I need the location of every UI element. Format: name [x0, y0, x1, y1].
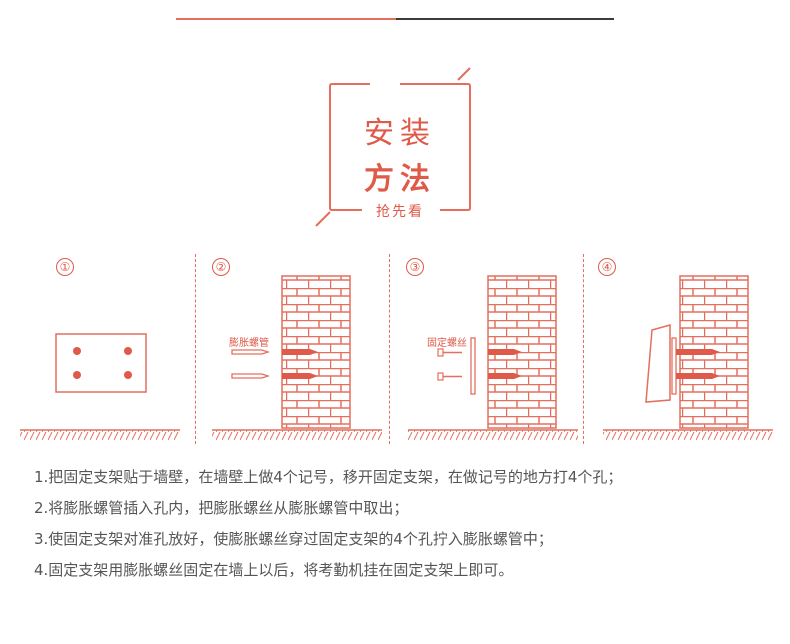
instruction-3: 3.使固定支架对准孔放好，使膨胀螺丝穿过固定支架的4个孔拧入膨胀螺管中； [34, 530, 553, 548]
anchor-sleeve [231, 349, 271, 355]
mark-dot [124, 347, 132, 355]
title-method: 方法 [364, 162, 436, 197]
wall-anchor [676, 349, 712, 355]
instruction-1: 1.把固定支架贴于墙壁，在墙壁上做4个记号，移开固定支架，在做记号的地方打4个孔… [34, 468, 623, 486]
title-frame [315, 67, 471, 227]
wall-anchor [676, 373, 712, 379]
ground-hatch [212, 430, 382, 440]
header-rule-red [176, 18, 396, 20]
wall-hole [282, 349, 310, 355]
step-4-illustration [603, 275, 773, 440]
screw-label: 固定螺丝 [427, 338, 467, 349]
wall-anchor [488, 349, 514, 355]
ground-hatch [20, 430, 180, 440]
anchor-label: 膨胀螺管 [229, 338, 269, 349]
attendance-device [645, 324, 671, 403]
ground-hatch [603, 430, 773, 440]
title-install: 安装 [364, 116, 436, 151]
bracket-plate [671, 337, 677, 395]
mark-dot [73, 347, 81, 355]
step-3-number: ③ [406, 258, 424, 276]
header-rule-dark [396, 18, 614, 20]
divider-3 [583, 254, 584, 444]
step-1-number: ① [56, 258, 74, 276]
divider-1 [195, 254, 196, 444]
instruction-2: 2.将膨胀螺管插入孔内，把膨胀螺丝从膨胀螺管中取出； [34, 499, 409, 517]
step-4-number: ④ [598, 258, 616, 276]
step-3-illustration [408, 275, 578, 440]
wall-hole [282, 373, 310, 379]
instructions: 1.把固定支架贴于墙壁，在墙壁上做4个记号，移开固定支架，在做记号的地方打4个孔… [34, 466, 774, 590]
divider-2 [389, 254, 390, 444]
step-1-illustration [20, 333, 180, 440]
mark-dot [124, 371, 132, 379]
bracket-outline [55, 333, 147, 393]
instruction-4: 4.固定支架用膨胀螺丝固定在墙上以后，将考勤机挂在固定支架上即可。 [34, 561, 514, 579]
mark-dot [73, 371, 81, 379]
anchor-sleeve [231, 373, 271, 379]
bracket-plate [470, 337, 476, 395]
title-badge: 安装 方法 抢先看 [300, 60, 500, 240]
step-2-illustration [212, 275, 382, 440]
step-2-number: ② [212, 258, 230, 276]
title-subtitle: 抢先看 [376, 204, 424, 220]
wall-anchor [488, 373, 514, 379]
ground-hatch [408, 430, 578, 440]
